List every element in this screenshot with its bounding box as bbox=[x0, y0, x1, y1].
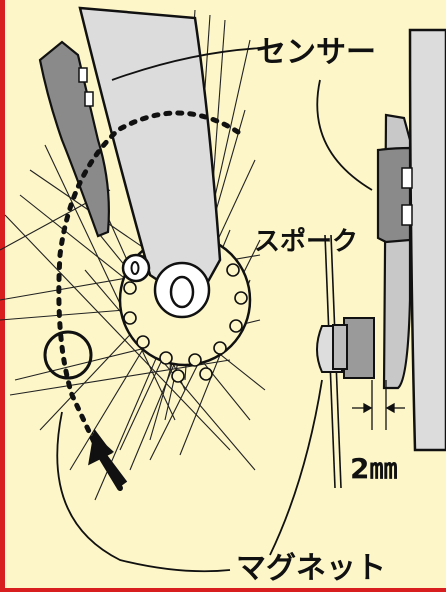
bracket-slots bbox=[78, 67, 94, 107]
sensor-bracket-left bbox=[38, 40, 110, 238]
arrow-shaft bbox=[96, 449, 128, 487]
sensor-label: センサー bbox=[256, 35, 376, 70]
sensor-closeup bbox=[376, 146, 412, 244]
gap-label: 2㎜ bbox=[350, 452, 397, 485]
fork-closeup bbox=[408, 28, 446, 452]
magnet-leader-line bbox=[56, 411, 231, 573]
spoke-label: スポーク bbox=[254, 226, 358, 257]
magnet-highlight-circle bbox=[43, 330, 93, 380]
sensor-indicators bbox=[401, 167, 413, 226]
rotation-path bbox=[56, 110, 241, 458]
bottom-border bbox=[0, 588, 446, 592]
axle bbox=[169, 275, 195, 309]
left-border bbox=[0, 0, 5, 592]
magnet-closeup bbox=[316, 317, 375, 379]
quick-release-pin bbox=[130, 261, 140, 275]
gap-dimension bbox=[352, 380, 405, 430]
magnet-closeup-leader bbox=[269, 379, 323, 556]
sensor-closeup-leader bbox=[316, 79, 373, 191]
magnet-label: マグネット bbox=[236, 551, 386, 586]
sensor-leader-line bbox=[111, 47, 263, 81]
